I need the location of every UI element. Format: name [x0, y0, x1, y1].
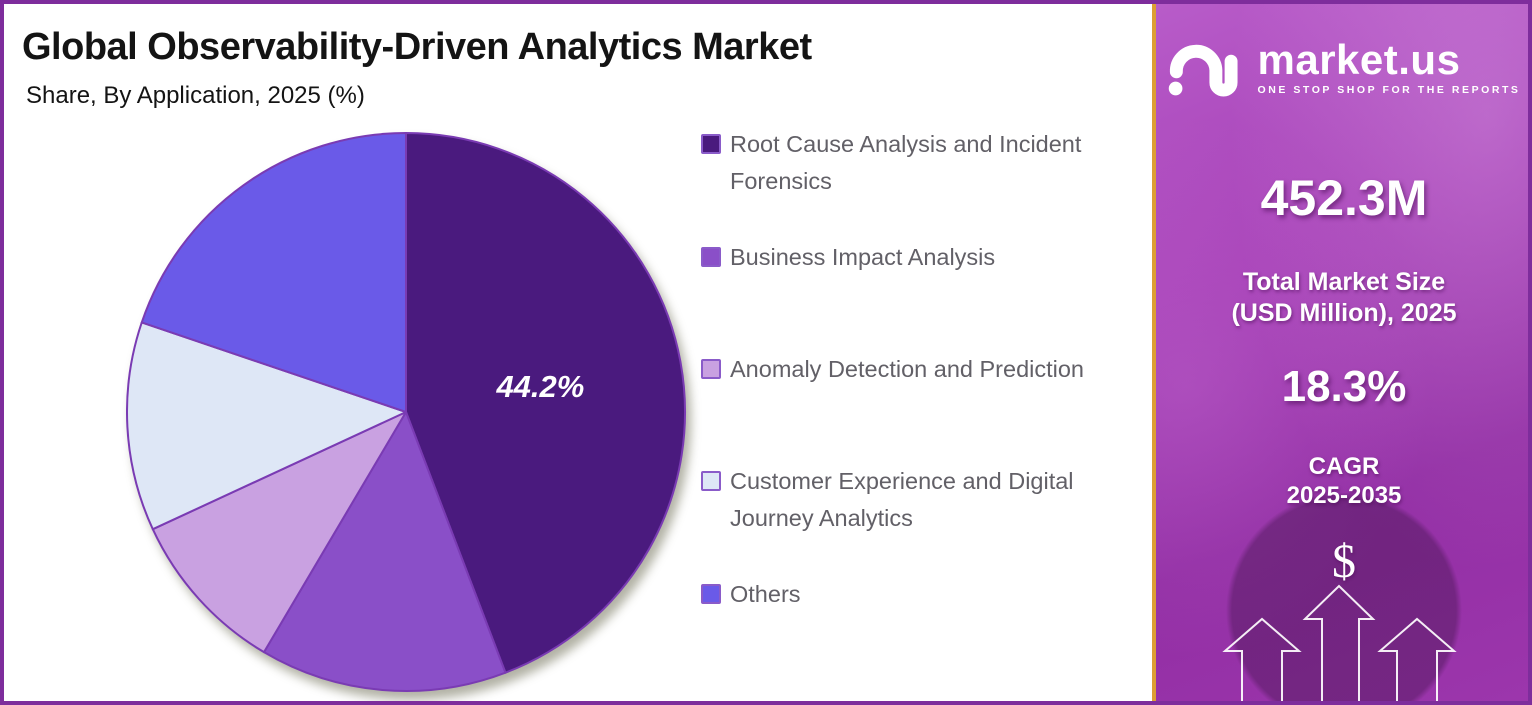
legend-label: Root Cause Analysis and Incident Forensi…	[730, 131, 1082, 194]
legend-label: Others	[730, 581, 801, 607]
market-size-caption: Total Market Size (USD Million), 2025	[1156, 267, 1528, 329]
pie-slice	[405, 132, 686, 674]
page-title: Global Observability-Driven Analytics Ma…	[22, 26, 812, 68]
brand-sidebar: market.us ONE STOP SHOP FOR THE REPORTS …	[1152, 4, 1528, 701]
chart-legend: Root Cause Analysis and Incident Forensi…	[701, 126, 1159, 646]
pie-slice	[151, 411, 407, 654]
legend-item: Business Impact Analysis	[701, 239, 995, 276]
cagr-value: 18.3%	[1281, 362, 1407, 411]
legend-swatch-icon	[701, 471, 721, 491]
legend-swatch-icon	[701, 584, 721, 604]
dollar-icon: $	[1332, 535, 1356, 588]
pie-chart-svg: 44.2%	[126, 132, 686, 692]
legend-swatch-icon	[701, 247, 721, 267]
legend-swatch-icon	[701, 134, 721, 154]
market-size-caption-line1: Total Market Size	[1242, 268, 1446, 296]
logo-tagline-text: ONE STOP SHOP FOR THE REPORTS	[1257, 84, 1521, 96]
legend-label: Anomaly Detection and Prediction	[730, 356, 1085, 382]
legend-item: Others	[701, 576, 801, 613]
legend-label: Business Impact Analysis	[730, 244, 996, 270]
market-size-caption-line2: (USD Million), 2025	[1231, 299, 1457, 327]
cagr-period: 2025-2035	[1286, 482, 1402, 509]
chart-area: Global Observability-Driven Analytics Ma…	[4, 4, 1152, 701]
pie-slice	[126, 321, 407, 531]
marketus-logo: market.us ONE STOP SHOP FOR THE REPORTS	[1156, 32, 1528, 104]
page-subtitle: Share, By Application, 2025 (%)	[26, 82, 365, 109]
pie-slice	[140, 132, 407, 413]
pie-slice	[262, 411, 507, 692]
cagr-label: CAGR	[1308, 453, 1380, 480]
legend-label: Customer Experience and Digital Journey …	[730, 468, 1074, 531]
market-size-value: 452.3M	[1260, 170, 1428, 226]
pie-slice-label: 44.2%	[495, 369, 584, 404]
legend-item: Anomaly Detection and Prediction	[701, 351, 1084, 388]
cagr-caption: CAGR 2025-2035	[1156, 452, 1528, 510]
marketus-logo-icon	[1168, 44, 1238, 97]
legend-swatch-icon	[701, 359, 721, 379]
logo-text: market.us ONE STOP SHOP FOR THE REPORTS	[1257, 36, 1521, 97]
legend-item: Root Cause Analysis and Incident Forensi…	[701, 126, 1159, 200]
growth-arrows-icon	[1222, 584, 1457, 701]
logo-brand-text: market.us	[1257, 36, 1461, 83]
pie-chart: 44.2%	[104, 110, 710, 701]
legend-item: Customer Experience and Digital Journey …	[701, 463, 1159, 537]
